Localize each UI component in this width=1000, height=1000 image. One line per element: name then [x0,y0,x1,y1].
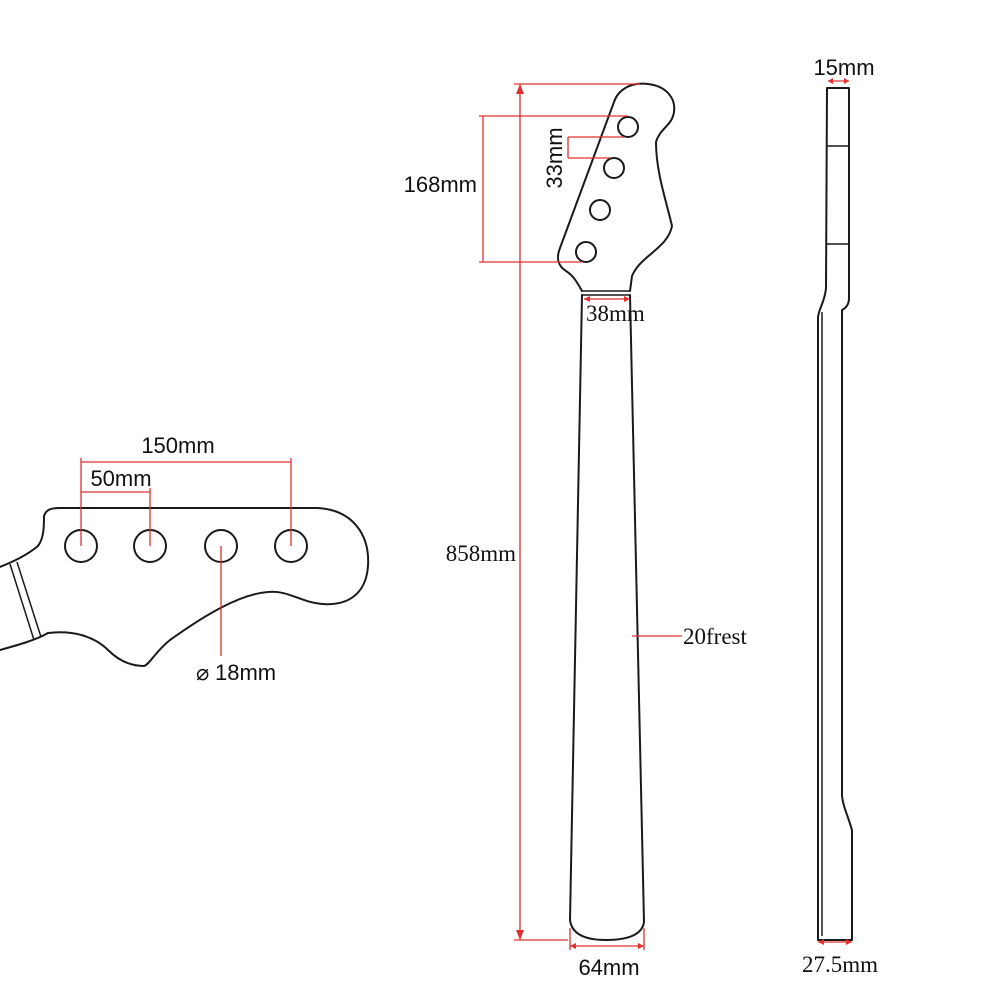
tuner-span-label: 150mm [141,433,214,458]
tuner-column-label: 168mm [404,172,477,197]
front-tuner-hole-3 [589,199,611,221]
tuner-spacing-label: 50mm [90,466,151,491]
dimension-hole-diameter: ⌀ 18mm [196,546,276,685]
dimension-heel-width: 64mm [569,928,645,980]
front-tuner-hole-1 [617,116,639,138]
dimension-nut-width: 38mm [584,296,645,326]
fret-count-callout: 20frest [632,624,747,649]
dimension-tuner-column: 168mm [404,115,628,263]
headstock-neck-upper-edge [0,545,39,568]
heel-thickness-label: 27.5mm [802,952,878,977]
fret-count-label: 20frest [683,624,747,649]
dimension-tuner-spacing: 50mm [81,466,152,546]
headstock-outline [37,507,370,667]
tuner-gap-label: 33mm [542,127,567,188]
heel-width-label: 64mm [578,955,639,980]
headstock-nut-line [9,563,35,641]
hole-diameter-label: 18mm [215,660,276,685]
dimension-overall-length: 858mm [446,83,640,941]
headstock-neck-lower-edge [0,632,49,651]
nut-width-label: 38mm [586,301,645,326]
dimension-tuner-span: 150mm [80,433,292,546]
headstock-nut-line-2 [16,561,42,638]
front-headstock-outline [557,82,676,292]
side-profile-outline [817,87,853,941]
front-tuner-hole-4 [575,241,597,263]
headstock-thickness-label: 15mm [813,55,874,80]
neck-side-view: 15mm 27.5mm [802,55,878,977]
front-neck-outline [569,294,645,941]
neck-front-view: 858mm 168mm 33mm 38mm [404,82,747,980]
dimension-headstock-thickness: 15mm [813,55,875,84]
diameter-symbol: ⌀ [196,660,209,685]
dimension-tuner-gap: 33mm [542,127,624,189]
overall-length-label: 858mm [446,541,516,566]
headstock-detail: 150mm 50mm ⌀ 18mm [0,433,370,685]
front-tuner-hole-2 [603,157,625,179]
dimension-heel-thickness: 27.5mm [802,939,878,977]
